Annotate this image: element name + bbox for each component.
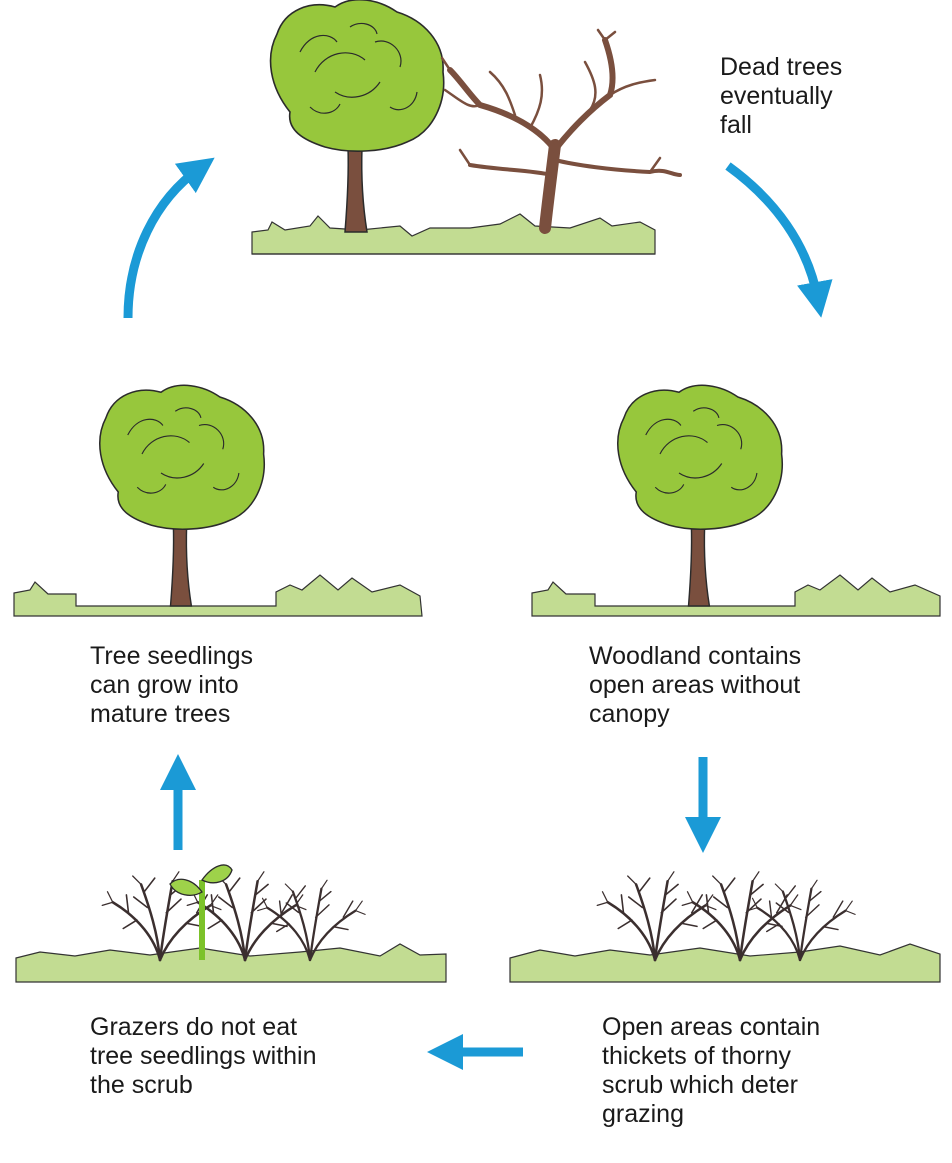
caption-line: open areas without	[589, 671, 801, 699]
caption-line: Grazers do not eat	[90, 1013, 298, 1041]
caption-line: thickets of thorny	[602, 1042, 791, 1070]
ground-strip	[13, 574, 423, 617]
live-tree-icon	[99, 384, 266, 607]
curved-arrow-down-icon	[725, 162, 833, 318]
curved-arrow-up-icon	[123, 157, 215, 319]
thorny-scrub-icon	[185, 870, 308, 962]
caption-line: Open areas contain	[602, 1013, 821, 1041]
dead-tree-icon	[440, 28, 682, 234]
caption-line: scrub which deter	[602, 1071, 798, 1099]
seedling-icon	[169, 864, 233, 960]
ground-strip	[15, 943, 447, 983]
ground-strip	[251, 213, 656, 255]
caption-thorny-thickets: Open areas contain thickets of thorny sc…	[602, 1013, 820, 1129]
caption-grazers: Grazers do not eat tree seedlings within…	[90, 1013, 317, 1100]
caption-line: Dead trees	[720, 53, 843, 81]
stage-mature-and-dead-trees	[251, 0, 682, 255]
thorny-scrub-icon	[680, 870, 803, 962]
stage-thorny-scrub	[509, 870, 941, 983]
caption-dead-trees-fall: Dead trees eventually fall	[720, 53, 842, 140]
caption-line: the scrub	[90, 1071, 193, 1099]
caption-line: Woodland contains	[589, 642, 802, 670]
caption-seedlings-grow: Tree seedlings can grow into mature tree…	[90, 642, 253, 729]
ground-strip	[531, 574, 941, 617]
caption-line: can grow into	[90, 671, 239, 699]
caption-line: tree seedlings within	[90, 1042, 317, 1070]
caption-line: canopy	[589, 700, 670, 728]
caption-line: grazing	[602, 1100, 684, 1128]
stage-woodland-open-areas	[531, 384, 941, 617]
cycle-arrows	[123, 157, 833, 1070]
caption-line: mature trees	[90, 700, 231, 728]
live-tree-icon	[617, 384, 784, 607]
caption-woodland-open-areas: Woodland contains open areas without can…	[589, 642, 801, 729]
stage-scrub-with-seedling	[15, 864, 447, 983]
stage-seedlings-grow	[13, 384, 423, 617]
caption-line: eventually	[720, 82, 833, 110]
caption-line: fall	[720, 111, 752, 139]
ground-strip	[509, 943, 941, 983]
live-tree-icon	[269, 0, 445, 233]
caption-line: Tree seedlings	[90, 642, 254, 670]
thorny-scrub-icon	[595, 870, 718, 962]
